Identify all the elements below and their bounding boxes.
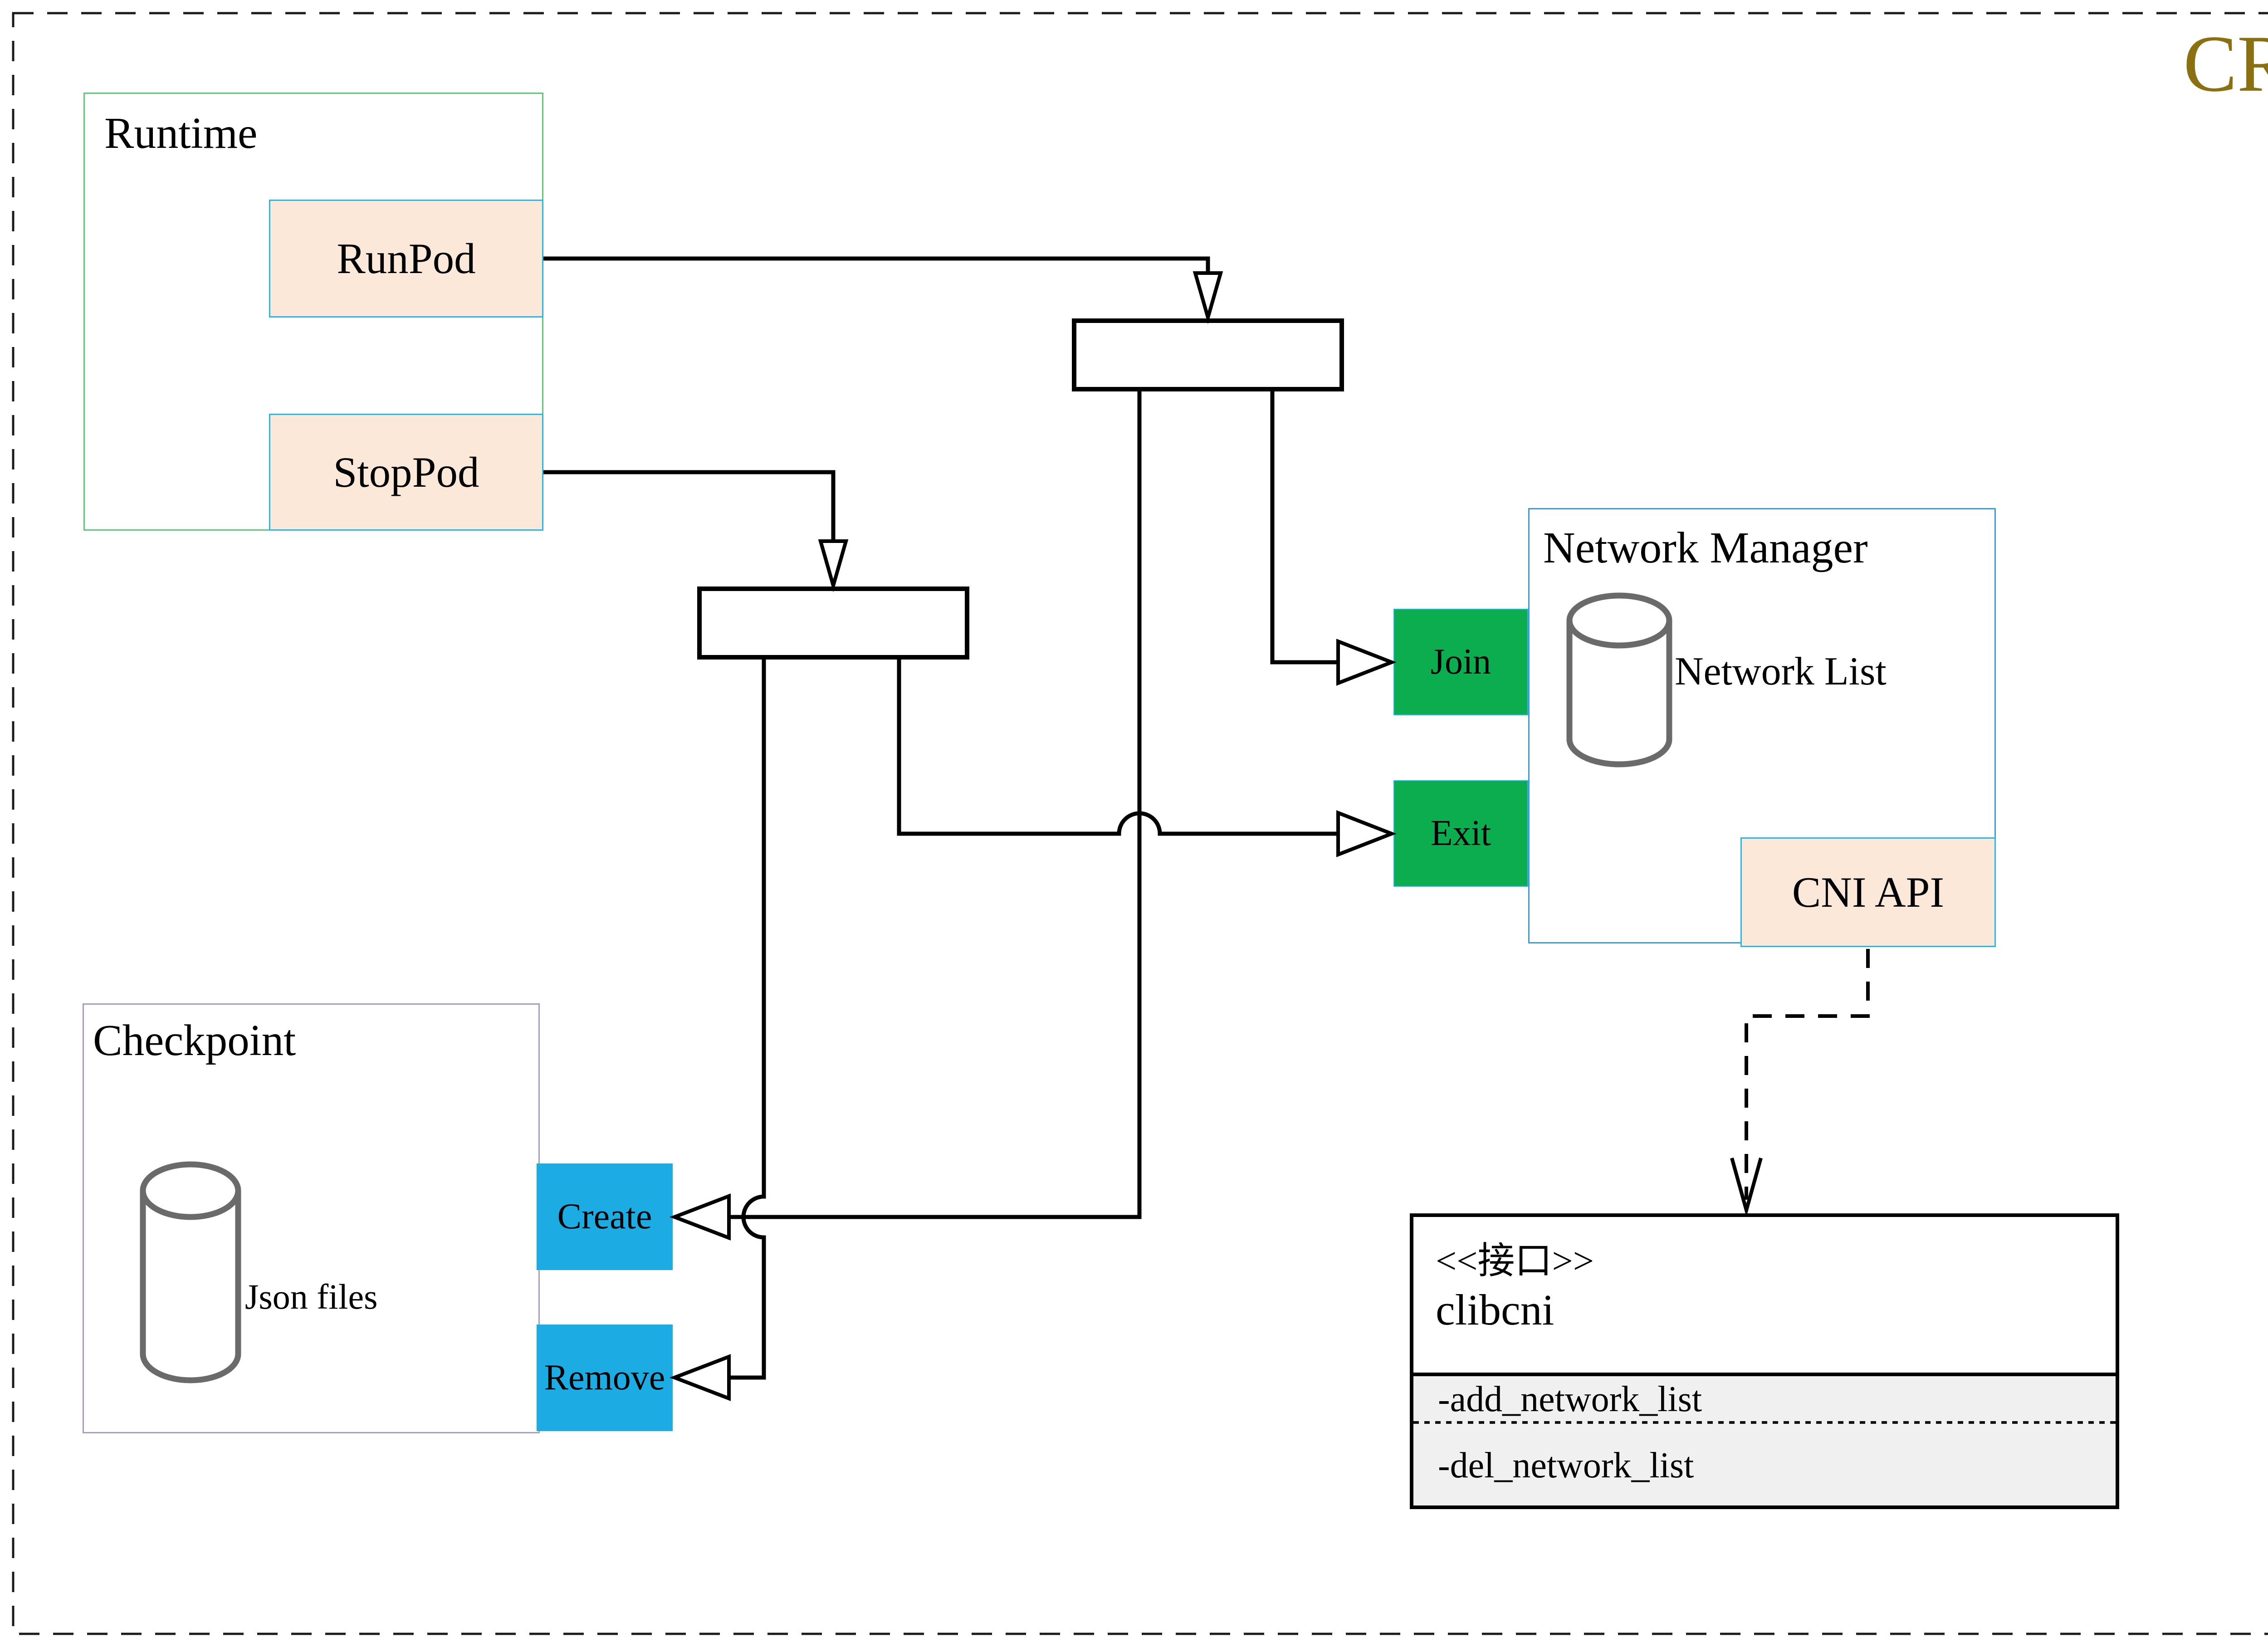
junction-node-runpod xyxy=(1072,318,1344,391)
connector-stoppod-to-junction2 xyxy=(543,470,836,542)
remove-label: Remove xyxy=(544,1358,665,1398)
create-label: Create xyxy=(557,1197,652,1236)
arrowhead-right-exit-icon xyxy=(1336,810,1397,857)
connector-junction1-to-create xyxy=(730,391,1142,1219)
create-action: Create xyxy=(537,1163,673,1270)
runpod-operation: RunPod xyxy=(269,200,543,318)
cni-api-label: CNI API xyxy=(1792,868,1945,916)
checkpoint-title: Checkpoint xyxy=(93,1016,296,1065)
exit-action: Exit xyxy=(1393,780,1528,887)
arrowhead-right-join-icon xyxy=(1336,639,1397,686)
cni-api-operation: CNI API xyxy=(1740,837,1996,947)
clibcni-name: clibcni xyxy=(1436,1285,1554,1334)
connector-cniapi-to-clibcni-dashed xyxy=(1745,949,1870,1200)
network-manager-title: Network Manager xyxy=(1543,523,1868,572)
method-del-network-list: -del_network_list xyxy=(1438,1446,1694,1486)
arrowhead-left-create-icon xyxy=(669,1193,731,1241)
connector-junction2-to-exit xyxy=(897,660,1339,836)
remove-action: Remove xyxy=(537,1324,673,1431)
json-files-datastore-label: Json files xyxy=(245,1277,378,1316)
connector-junction2-to-remove xyxy=(730,660,766,1380)
connector-junction1-to-join xyxy=(1270,391,1339,665)
method-add-network-list: -add_network_list xyxy=(1438,1379,1702,1419)
join-label: Join xyxy=(1430,642,1491,682)
arrowhead-left-remove-icon xyxy=(669,1354,731,1401)
junction-node-stoppod xyxy=(697,586,969,660)
runpod-label: RunPod xyxy=(337,235,476,283)
stoppod-label: StopPod xyxy=(333,448,479,496)
network-list-datastore-label: Network List xyxy=(1675,650,1887,694)
checkpoint-container xyxy=(83,1003,540,1433)
arrowhead-down-junction1-icon xyxy=(1193,271,1223,324)
exit-label: Exit xyxy=(1430,813,1491,853)
diagram-title: CRI xyxy=(2183,19,2268,108)
arrowhead-open-clibcni-icon xyxy=(1730,1157,1763,1217)
connector-runpod-to-junction1 xyxy=(543,256,1210,274)
stoppod-operation: StopPod xyxy=(269,414,543,531)
join-action: Join xyxy=(1393,609,1528,715)
clibcni-stereotype: <<接口>> xyxy=(1436,1240,1594,1281)
arrowhead-down-junction2-icon xyxy=(818,539,849,592)
runtime-title: Runtime xyxy=(104,109,258,158)
